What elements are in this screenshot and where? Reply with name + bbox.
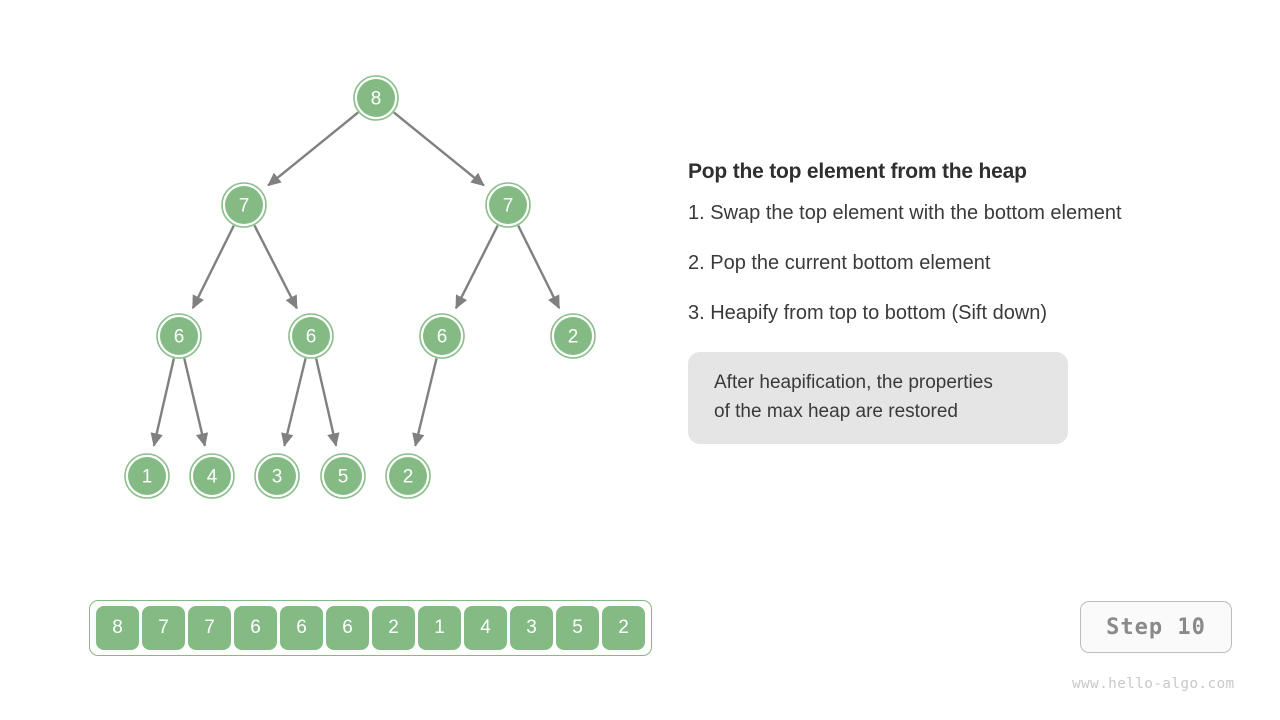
array-cell: 6: [280, 606, 323, 650]
node-label: 4: [207, 467, 218, 488]
node-label: 7: [239, 196, 250, 217]
array-cell: 5: [556, 606, 599, 650]
node-disc: [128, 457, 166, 495]
tree-node: 6: [156, 313, 202, 359]
node-label: 7: [503, 196, 514, 217]
node-label: 5: [338, 467, 349, 488]
heap-tree-svg: 8 7 7 6 6 6 2 1 4 3 5 2: [124, 75, 596, 499]
tree-node: 7: [221, 182, 267, 228]
tree-edges: [150, 111, 561, 447]
node-label: 6: [437, 327, 448, 348]
callout-line-2: of the max heap are restored: [714, 401, 958, 422]
node-outer-ring: [485, 182, 531, 228]
tree-edge: [517, 225, 561, 310]
array-cell: 6: [234, 606, 277, 650]
node-label: 6: [174, 327, 185, 348]
tree-edge: [393, 111, 485, 187]
node-disc: [292, 317, 330, 355]
tree-node: 3: [254, 453, 300, 499]
node-disc: [160, 317, 198, 355]
tree-edge: [253, 224, 298, 310]
array-cell: 7: [142, 606, 185, 650]
array-cell: 1: [418, 606, 461, 650]
array-cell: 7: [188, 606, 231, 650]
instruction-step-1: 1. Swap the top element with the bottom …: [688, 202, 1122, 224]
tree-edge: [267, 111, 359, 187]
tree-node: 5: [320, 453, 366, 499]
node-label: 2: [403, 467, 414, 488]
node-disc: [423, 317, 461, 355]
node-disc: [554, 317, 592, 355]
page-title: Pop the top element from the heap: [688, 160, 1027, 183]
node-disc: [389, 457, 427, 495]
node-outer-ring: [124, 453, 170, 499]
node-outer-ring: [288, 313, 334, 359]
tree-node: 7: [485, 182, 531, 228]
array-cell: 2: [372, 606, 415, 650]
node-outer-ring: [221, 182, 267, 228]
tree-node: 6: [288, 313, 334, 359]
node-disc: [193, 457, 231, 495]
tree-edge: [191, 225, 235, 310]
array-cell: 2: [602, 606, 645, 650]
tree-edge: [150, 358, 176, 447]
node-outer-ring: [320, 453, 366, 499]
callout-line-1: After heapification, the properties: [714, 372, 993, 393]
watermark: www.hello-algo.com: [1072, 676, 1235, 692]
array-cell: 8: [96, 606, 139, 650]
instruction-step-2: 2. Pop the current bottom element: [688, 252, 991, 274]
node-disc: [489, 186, 527, 224]
node-label: 1: [142, 467, 153, 488]
array-cell: 4: [464, 606, 507, 650]
tree-edge: [183, 358, 209, 447]
node-label: 8: [371, 89, 382, 110]
node-disc: [324, 457, 362, 495]
node-outer-ring: [385, 453, 431, 499]
node-outer-ring: [419, 313, 465, 359]
node-outer-ring: [254, 453, 300, 499]
node-label: 6: [306, 327, 317, 348]
info-panel: Pop the top element from the heap 1. Swa…: [688, 160, 1248, 444]
tree-nodes: 8 7 7 6 6 6 2 1 4 3 5 2: [124, 75, 596, 499]
tree-node: 4: [189, 453, 235, 499]
tree-edge: [314, 358, 340, 447]
tree-node: 2: [550, 313, 596, 359]
node-disc: [258, 457, 296, 495]
tree-node: 1: [124, 453, 170, 499]
node-outer-ring: [156, 313, 202, 359]
heap-tree-panel: 8 7 7 6 6 6 2 1 4 3 5 2: [0, 0, 680, 560]
callout-box: After heapification, the properties of t…: [688, 352, 1068, 444]
tree-edge: [281, 358, 307, 447]
instruction-step-3: 3. Heapify from top to bottom (Sift down…: [688, 302, 1048, 324]
tree-node: 2: [385, 453, 431, 499]
node-disc: [357, 79, 395, 117]
tree-node: 8: [353, 75, 399, 121]
node-label: 3: [272, 467, 283, 488]
node-outer-ring: [353, 75, 399, 121]
node-disc: [225, 186, 263, 224]
tree-node: 6: [419, 313, 465, 359]
node-outer-ring: [550, 313, 596, 359]
tree-edge: [412, 358, 438, 447]
node-label: 2: [568, 327, 579, 348]
step-badge: Step 10: [1080, 601, 1232, 653]
array-cell: 6: [326, 606, 369, 650]
node-outer-ring: [189, 453, 235, 499]
tree-edge: [454, 225, 499, 310]
array-cell: 3: [510, 606, 553, 650]
